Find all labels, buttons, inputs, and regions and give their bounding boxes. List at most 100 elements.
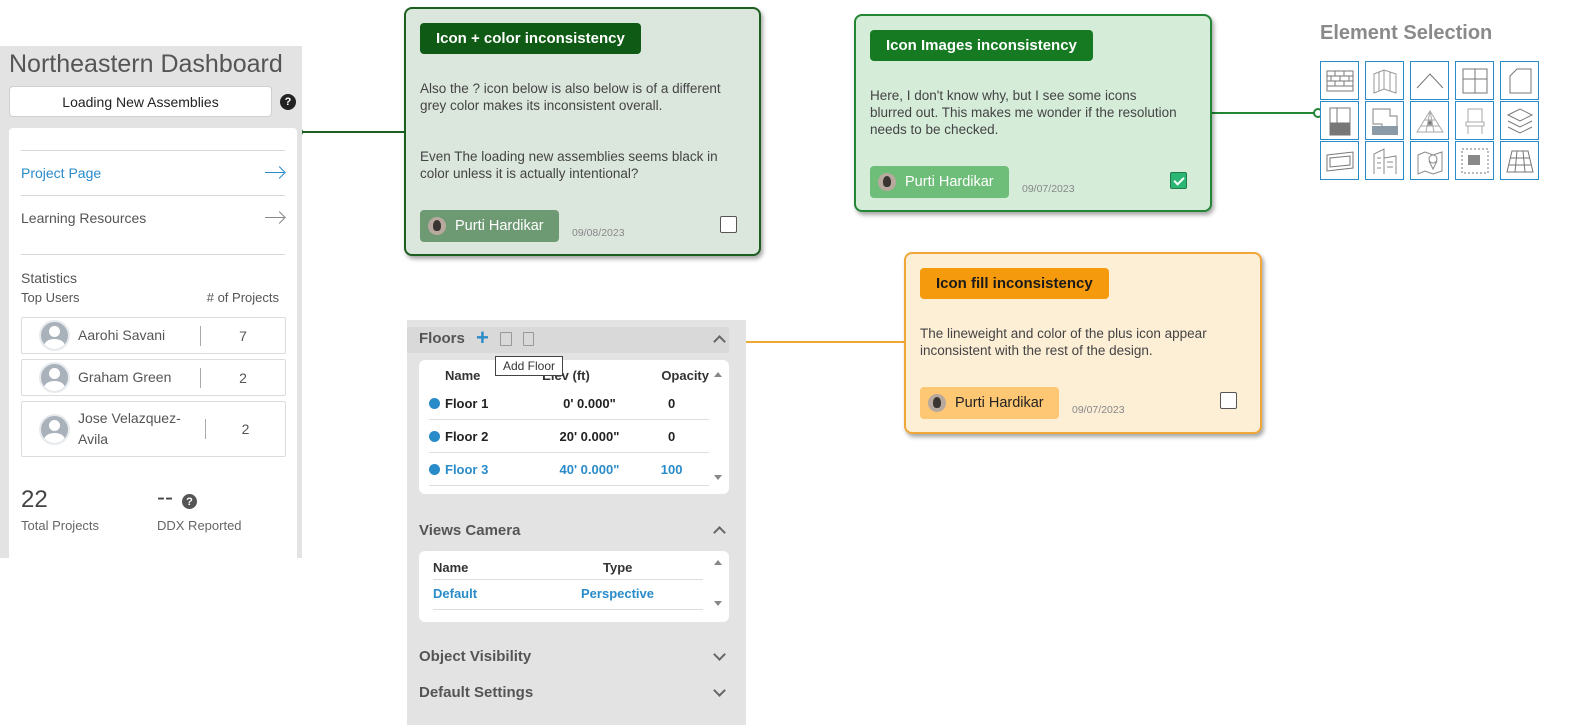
copy-icon[interactable]: [523, 332, 534, 346]
chevron-up-icon[interactable]: [713, 526, 726, 539]
user-project-count: 2: [241, 421, 250, 437]
map-pin-icon[interactable]: [1410, 141, 1449, 180]
brick-wall-icon[interactable]: [1320, 61, 1359, 100]
card-title-badge: Icon + color inconsistency: [420, 23, 641, 54]
dashboard-panel: Northeastern Dashboard Loading New Assem…: [0, 46, 302, 558]
view-name: Default: [433, 586, 478, 601]
chair-icon[interactable]: [1455, 101, 1494, 140]
layers-icon[interactable]: [1500, 101, 1539, 140]
col-name: Name: [445, 368, 481, 383]
author-chip[interactable]: Purti Hardikar: [420, 210, 559, 242]
card-title-badge: Icon fill inconsistency: [920, 268, 1109, 299]
card-date: 09/08/2023: [572, 227, 625, 239]
user-project-count: 7: [239, 327, 247, 344]
top-users-header: Top Users # of Projects: [21, 290, 279, 305]
user-row[interactable]: Graham Green 2: [21, 359, 286, 396]
table-row[interactable]: Floor 1 0' 0.000" 0: [429, 387, 709, 420]
resolve-checkbox[interactable]: [720, 216, 737, 233]
card-title-badge: Icon Images inconsistency: [870, 30, 1093, 61]
comment-card-icon-color: Icon + color inconsistency Also the ? ic…: [404, 7, 761, 256]
window-icon[interactable]: [1455, 61, 1494, 100]
floors-table-header: Name Elev (ft) Opacity: [433, 368, 717, 388]
floor-elev: 0' 0.000": [563, 395, 616, 411]
nav-learning-resources-label: Learning Resources: [21, 209, 147, 226]
author-avatar: [428, 217, 446, 235]
delete-icon[interactable]: [500, 332, 512, 346]
total-projects-value: 22: [21, 486, 48, 513]
user-row[interactable]: Aarohi Savani 7: [21, 317, 286, 354]
floor-elev: 40' 0.000": [559, 461, 620, 477]
user-name: Jose Velazquez-Avila: [78, 410, 181, 447]
floors-header: [407, 327, 729, 353]
view-type: Perspective: [581, 586, 654, 601]
floor-color-dot: [429, 397, 440, 409]
views-table: Name Type Default Perspective: [419, 551, 729, 622]
object-visibility-title[interactable]: Object Visibility: [419, 648, 532, 665]
dashed-region-icon[interactable]: [1455, 141, 1494, 180]
scroll-up-icon[interactable]: [714, 560, 722, 565]
views-table-header: Name Type: [433, 560, 703, 580]
help-icon[interactable]: ?: [280, 94, 296, 110]
author-chip[interactable]: Purti Hardikar: [870, 166, 1009, 198]
element-selection-grid: [1320, 61, 1539, 180]
scroll-up-icon[interactable]: [714, 372, 722, 377]
building-icon[interactable]: [1365, 141, 1404, 180]
dashboard-card: Project Page Learning Resources Statisti…: [9, 128, 297, 558]
card-body: The lineweight and color of the plus ico…: [920, 326, 1207, 358]
chevron-down-icon[interactable]: [713, 684, 726, 697]
add-floor-plus-icon[interactable]: +: [476, 325, 489, 350]
resolve-checkbox[interactable]: [1170, 172, 1187, 189]
avatar: [39, 413, 70, 445]
nav-project-page-label: Project Page: [21, 164, 102, 181]
user-row[interactable]: Jose Velazquez-Avila 2: [21, 401, 286, 457]
comment-card-icon-fill: Icon fill inconsistency The lineweight a…: [904, 252, 1262, 434]
curtain-wall-icon[interactable]: [1365, 61, 1404, 100]
add-floor-tooltip: Add Floor: [495, 356, 564, 376]
author-name: Purti Hardikar: [455, 218, 544, 234]
floor-grid-icon[interactable]: [1410, 101, 1449, 140]
ddx-help-icon[interactable]: ?: [182, 494, 197, 509]
ddx-reported-label: DDX Reported: [157, 518, 242, 533]
table-row[interactable]: Floor 2 20' 0.000" 0: [429, 420, 709, 453]
comment-card-icon-images: Icon Images inconsistency Here, I don't …: [854, 14, 1212, 212]
views-camera-title: Views Camera: [419, 522, 521, 539]
perspective-grid-icon[interactable]: [1500, 141, 1539, 180]
resolve-checkbox[interactable]: [1220, 392, 1237, 409]
projects-count-label: # of Projects: [206, 290, 279, 305]
floor-name: Floor 2: [445, 428, 489, 444]
arrow-right-icon: [265, 167, 285, 179]
card-body-secondary: Even The loading new assemblies seems bl…: [420, 149, 718, 181]
avatar: [39, 320, 70, 351]
chevron-down-icon[interactable]: [713, 648, 726, 661]
floor-opacity: 0: [668, 428, 676, 444]
avatar: [39, 362, 70, 393]
nav-project-page[interactable]: Project Page: [21, 150, 285, 194]
floor-elev: 20' 0.000": [559, 428, 620, 444]
author-chip[interactable]: Purti Hardikar: [920, 387, 1059, 419]
nav-learning-resources[interactable]: Learning Resources: [21, 195, 285, 239]
panel-icon[interactable]: [1320, 141, 1359, 180]
author-avatar: [928, 394, 946, 412]
user-name: Aarohi Savani: [78, 327, 166, 343]
default-settings-title[interactable]: Default Settings: [419, 684, 534, 701]
scroll-down-icon[interactable]: [714, 601, 722, 606]
floors-panel: Floors + Name Elev (ft) Opacity Floor 1 …: [407, 320, 746, 725]
door-frame-icon[interactable]: [1500, 61, 1539, 100]
user-project-count: 2: [239, 369, 247, 386]
table-row[interactable]: Default Perspective: [433, 586, 703, 610]
card-body: Also the ? icon below is also below is o…: [420, 81, 721, 113]
ddx-reported-value: --: [157, 484, 173, 511]
scroll-down-icon[interactable]: [714, 475, 722, 480]
roof-icon[interactable]: [1410, 61, 1449, 100]
loading-assemblies-button[interactable]: Loading New Assemblies: [9, 86, 272, 117]
door-icon[interactable]: [1320, 101, 1359, 140]
stair-icon[interactable]: [1365, 101, 1404, 140]
floors-title: Floors: [419, 330, 465, 347]
arrow-right-icon: [265, 212, 285, 224]
statistics-heading: Statistics: [21, 254, 285, 286]
divider: [200, 325, 201, 346]
top-users-label: Top Users: [21, 290, 80, 305]
card-body: Here, I don't know why, but I see some i…: [870, 88, 1177, 137]
user-name: Graham Green: [78, 369, 172, 385]
table-row-selected[interactable]: Floor 3 40' 0.000" 100: [429, 453, 709, 486]
